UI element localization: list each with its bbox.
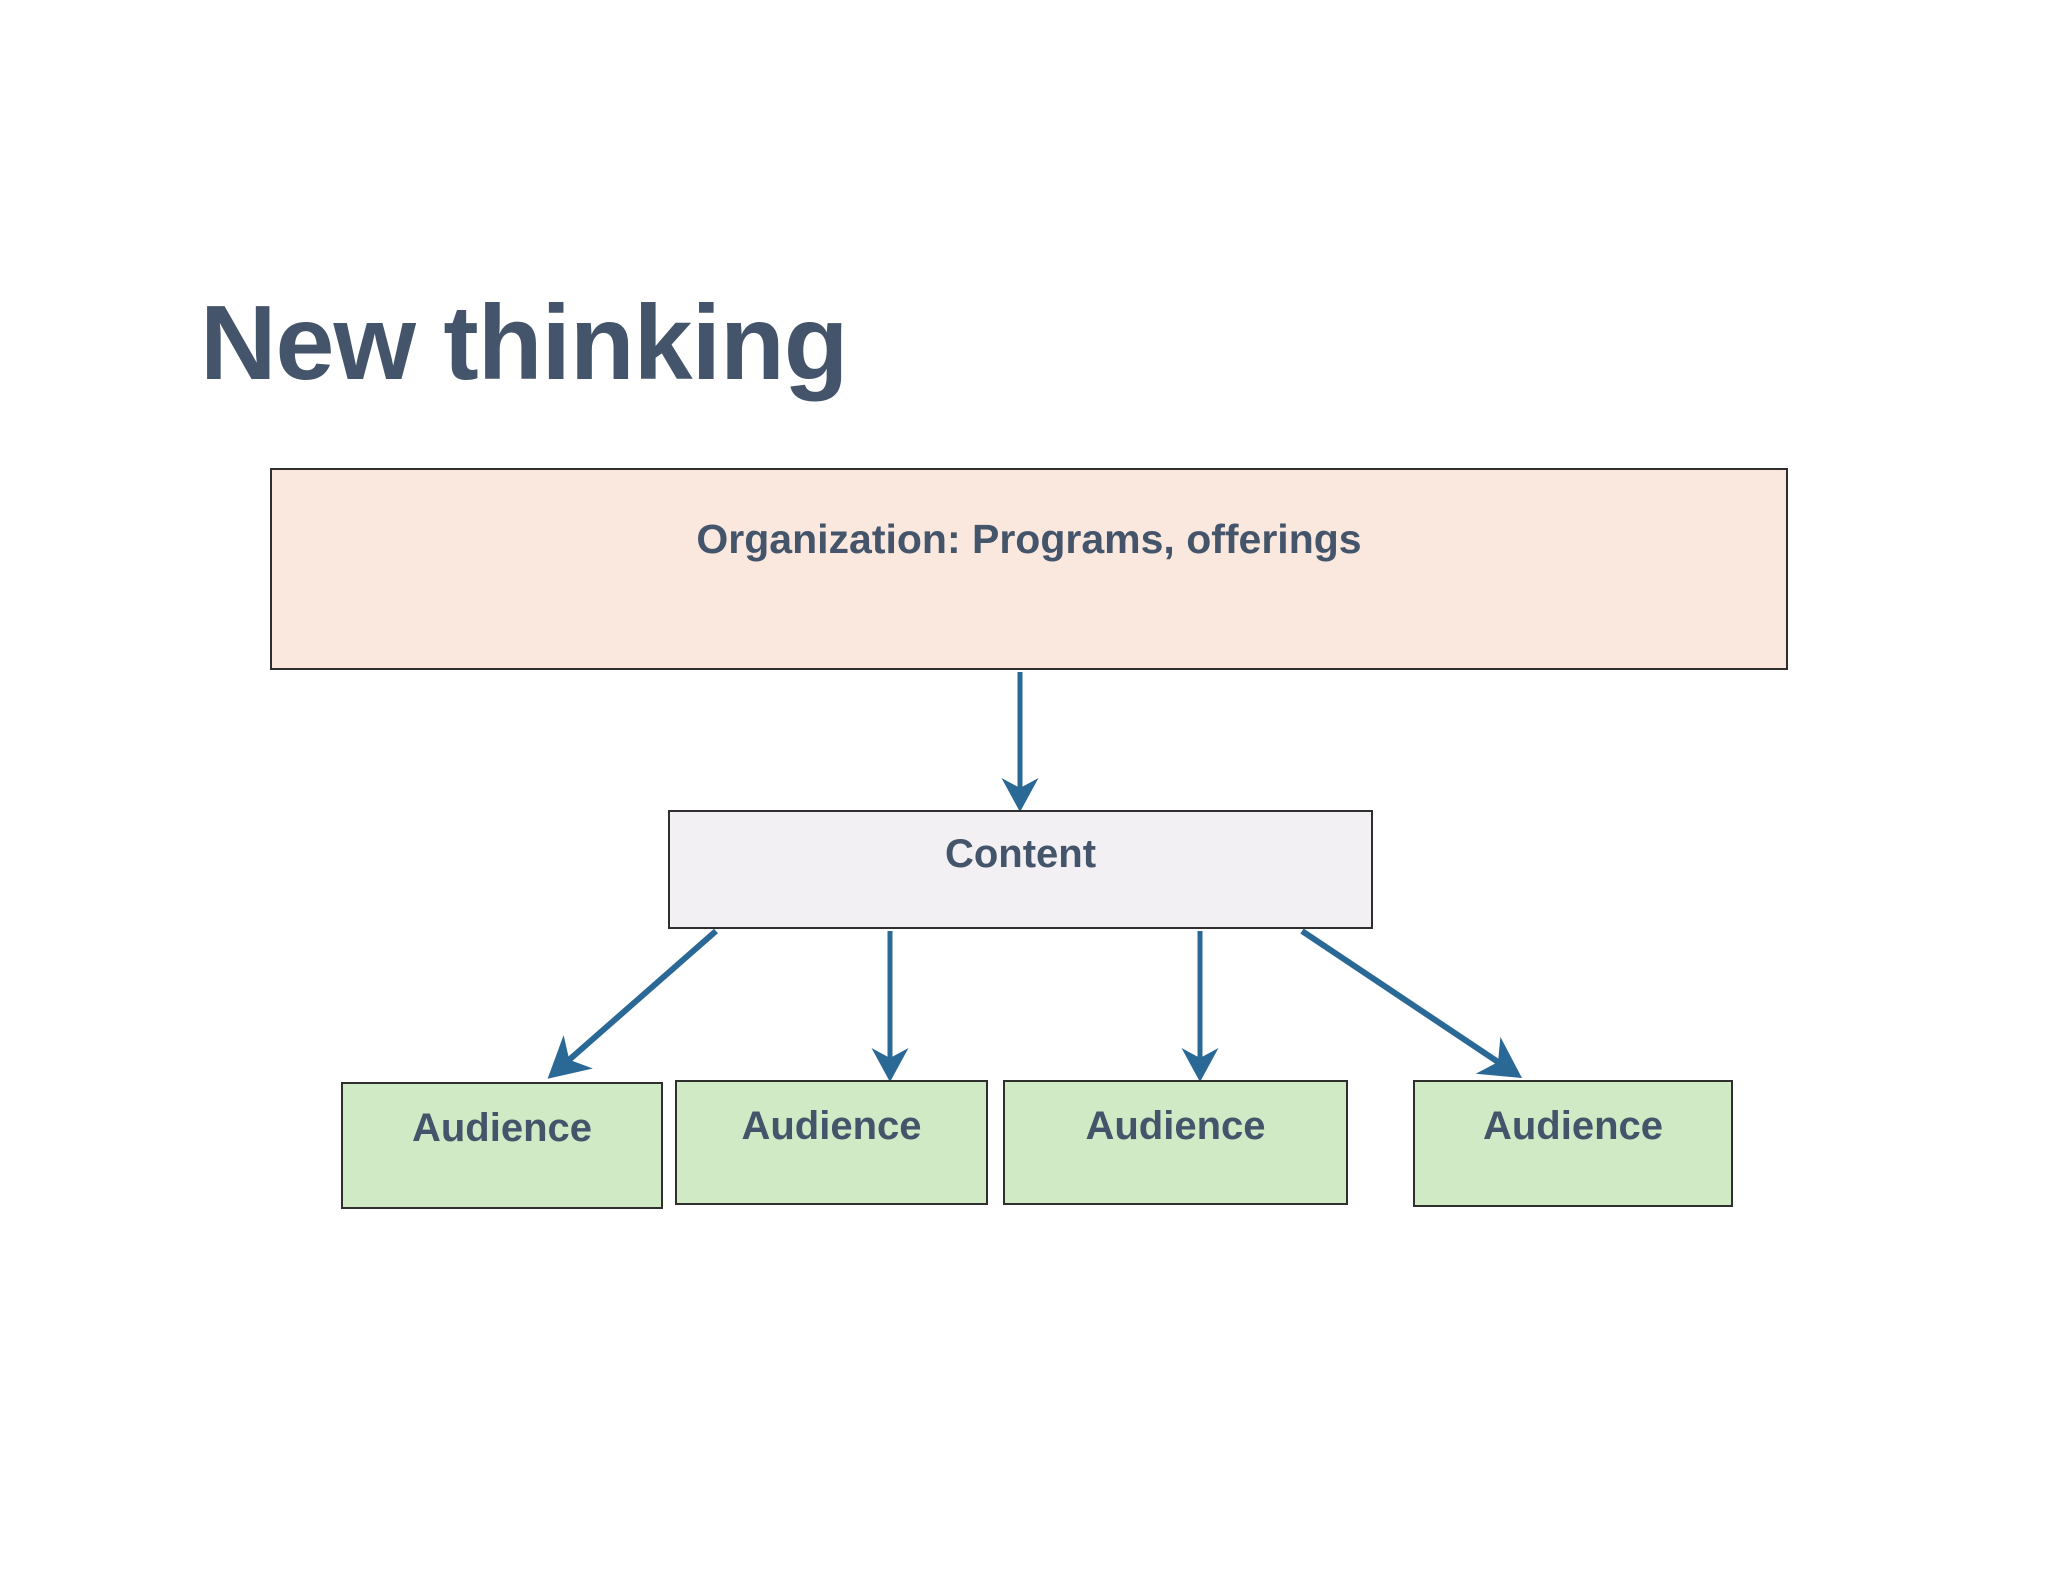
node-audience-4-label: Audience xyxy=(1482,1104,1664,1148)
node-audience-4[interactable]: Audience xyxy=(1413,1080,1733,1207)
node-audience-1-label: Audience xyxy=(411,1106,593,1150)
node-content-label: Content xyxy=(944,832,1097,876)
connector-content-to-audience-4 xyxy=(1300,928,1522,1079)
node-audience-3-label: Audience xyxy=(1085,1104,1266,1148)
node-organization[interactable]: Organization: Programs, offerings xyxy=(270,468,1788,670)
node-audience-1[interactable]: Audience xyxy=(341,1082,663,1209)
page-title: New thinking xyxy=(200,284,849,402)
node-audience-2[interactable]: Audience xyxy=(675,1080,988,1205)
node-organization-label: Organization: Programs, offerings xyxy=(696,516,1362,562)
node-audience-3[interactable]: Audience xyxy=(1003,1080,1348,1205)
node-content[interactable]: Content xyxy=(668,810,1373,929)
connector-content-to-audience-1 xyxy=(547,928,718,1079)
node-audience-2-label: Audience xyxy=(741,1104,922,1148)
